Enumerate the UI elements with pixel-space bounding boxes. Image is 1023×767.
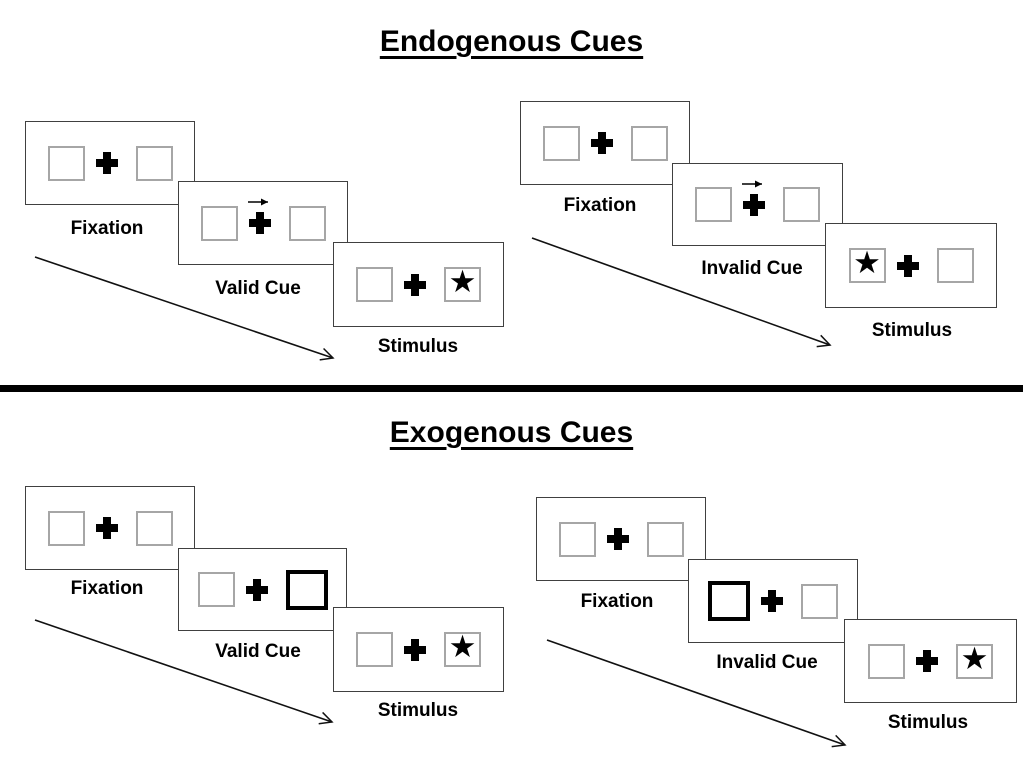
panel-exogenous-invalid-fixation bbox=[536, 497, 706, 581]
panel-exogenous-valid-stimulus: ★ bbox=[333, 607, 504, 692]
panel-endogenous-invalid-stimulus: ★ bbox=[825, 223, 997, 308]
left-placeholder-box bbox=[558, 521, 596, 557]
panel-endogenous-valid-cue bbox=[178, 181, 348, 265]
panel-endogenous-invalid-cue bbox=[672, 163, 843, 246]
left-placeholder-box bbox=[356, 267, 393, 302]
left-bold-cue-box bbox=[708, 581, 750, 621]
timeline-arrow-endogenous-invalid bbox=[531, 237, 832, 348]
fixation-cross-icon bbox=[404, 638, 426, 661]
fixation-cross-icon bbox=[95, 152, 118, 174]
fixation-cross-icon bbox=[916, 650, 938, 672]
panel-label: Fixation bbox=[563, 195, 637, 216]
timeline-arrow-exogenous-invalid bbox=[546, 639, 847, 748]
fixation-cross-wrap bbox=[761, 590, 783, 612]
left-placeholder-box bbox=[200, 205, 238, 241]
left-placeholder-box bbox=[47, 510, 85, 546]
panel-label: Stimulus bbox=[871, 320, 953, 341]
panel-endogenous-valid-fixation bbox=[25, 121, 195, 205]
right-placeholder-box bbox=[288, 205, 326, 241]
panel-label: Stimulus bbox=[377, 700, 459, 721]
exogenous-title-text: Exogenous Cues bbox=[389, 416, 634, 449]
left-placeholder-box bbox=[47, 145, 85, 181]
cue-right-arrow-icon bbox=[247, 198, 268, 206]
right-placeholder-box bbox=[783, 187, 820, 222]
fixation-cross-wrap bbox=[95, 152, 118, 174]
fixation-cross-wrap bbox=[606, 528, 629, 550]
fixation-cross-icon bbox=[248, 212, 271, 234]
right-placeholder-box bbox=[630, 125, 668, 161]
star-stimulus-icon: ★ bbox=[448, 629, 477, 665]
panel-label: Valid Cue bbox=[215, 641, 301, 662]
panel-label: Stimulus bbox=[377, 336, 459, 357]
panel-exogenous-valid-fixation bbox=[25, 486, 195, 570]
left-placeholder-box bbox=[197, 572, 235, 607]
fixation-cross-wrap bbox=[245, 578, 268, 601]
left-placeholder-box bbox=[695, 187, 732, 222]
panel-label: Fixation bbox=[70, 578, 144, 599]
timeline-arrow-endogenous-valid bbox=[34, 256, 335, 361]
right-placeholder-box: ★ bbox=[956, 640, 993, 679]
panel-label: Fixation bbox=[580, 591, 654, 612]
left-placeholder-box bbox=[868, 643, 905, 679]
panel-exogenous-invalid-stimulus: ★ bbox=[844, 619, 1017, 703]
panel-label: Valid Cue bbox=[215, 278, 301, 299]
cue-right-arrow-icon bbox=[742, 180, 762, 187]
section-divider-line bbox=[0, 385, 1023, 392]
panel-endogenous-valid-stimulus: ★ bbox=[333, 242, 504, 327]
panel-label: Fixation bbox=[70, 218, 144, 239]
fixation-cross-wrap bbox=[247, 198, 271, 234]
star-stimulus-icon: ★ bbox=[960, 640, 989, 677]
panel-exogenous-invalid-cue bbox=[688, 559, 858, 643]
fixation-cross-icon bbox=[245, 578, 268, 601]
star-stimulus-icon: ★ bbox=[448, 264, 477, 300]
fixation-cross-icon bbox=[896, 254, 919, 277]
right-placeholder-box: ★ bbox=[444, 632, 481, 667]
fixation-cross-wrap bbox=[590, 132, 613, 154]
endogenous-section-title: Endogenous Cues bbox=[10, 24, 1013, 60]
panel-label: Invalid Cue bbox=[701, 258, 803, 279]
right-placeholder-box bbox=[646, 521, 684, 557]
fixation-cross-icon bbox=[761, 590, 783, 612]
right-placeholder-box bbox=[936, 248, 974, 283]
fixation-cross-icon bbox=[590, 132, 613, 154]
fixation-cross-wrap bbox=[742, 180, 765, 216]
left-placeholder-box bbox=[356, 632, 393, 667]
endogenous-title-text: Endogenous Cues bbox=[379, 25, 644, 58]
right-bold-cue-box bbox=[285, 569, 328, 610]
panel-endogenous-invalid-fixation bbox=[520, 101, 690, 185]
panel-label: Invalid Cue bbox=[716, 652, 818, 673]
right-placeholder-box bbox=[135, 510, 173, 546]
fixation-cross-wrap bbox=[896, 254, 919, 277]
star-stimulus-icon: ★ bbox=[853, 245, 881, 281]
fixation-cross-wrap bbox=[404, 638, 426, 661]
fixation-cross-wrap bbox=[95, 517, 118, 539]
right-placeholder-box: ★ bbox=[444, 267, 481, 302]
panel-label: Stimulus bbox=[887, 712, 969, 733]
right-placeholder-box bbox=[135, 145, 173, 181]
exogenous-section-title: Exogenous Cues bbox=[10, 415, 1013, 451]
panel-exogenous-valid-cue bbox=[178, 548, 347, 631]
fixation-cross-icon bbox=[95, 517, 118, 539]
fixation-cross-wrap bbox=[916, 650, 938, 672]
timeline-arrow-exogenous-valid bbox=[34, 619, 334, 725]
fixation-cross-icon bbox=[606, 528, 629, 550]
left-placeholder-box: ★ bbox=[848, 245, 886, 283]
right-placeholder-box bbox=[801, 583, 838, 619]
fixation-cross-wrap bbox=[404, 273, 426, 296]
fixation-cross-icon bbox=[404, 273, 426, 296]
fixation-cross-icon bbox=[743, 193, 765, 216]
left-placeholder-box bbox=[542, 125, 580, 161]
